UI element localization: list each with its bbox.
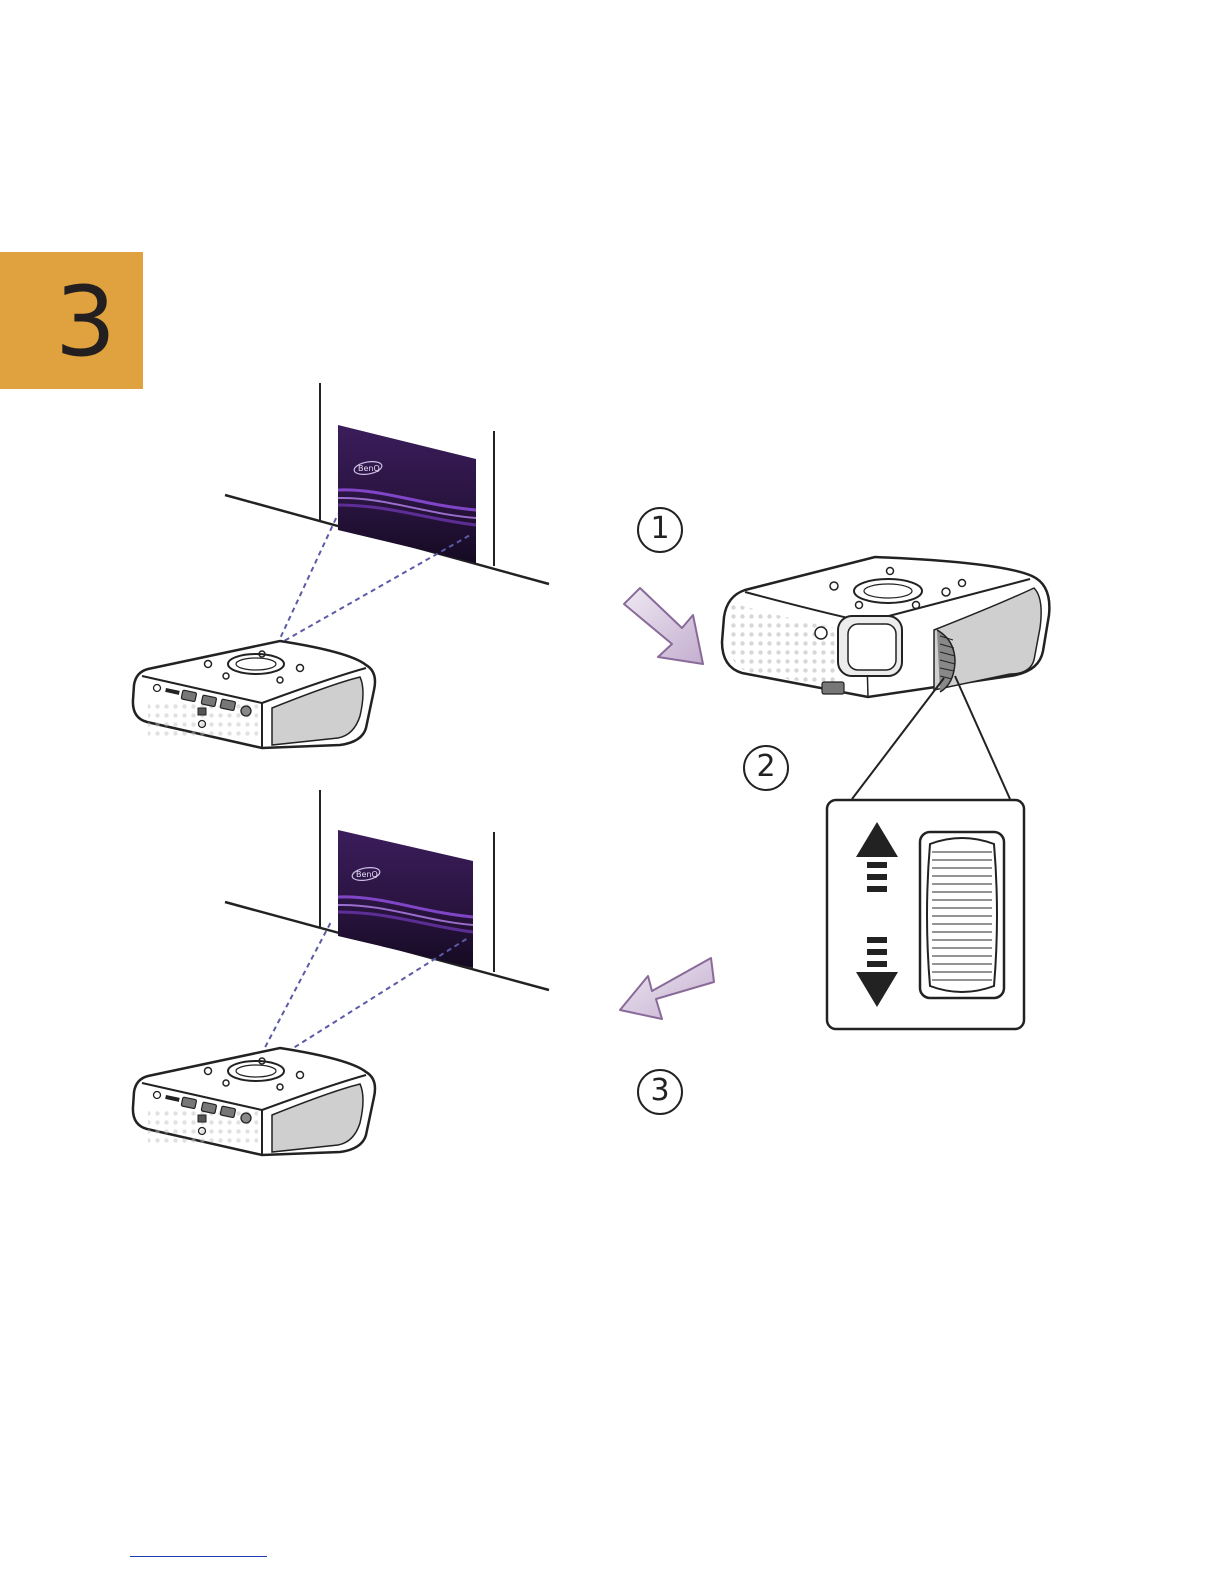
footer-link-rule [130,1556,267,1557]
step-3-badge: 3 [637,1069,683,1115]
bottom-scene: BenQ [225,790,549,1055]
focus-wheel-icon [920,832,1004,998]
projector-rear-bottom [133,1048,375,1155]
step-2-badge: 2 [743,745,789,791]
top-scene: BenQ [225,383,549,645]
projector-rear-top [133,641,375,748]
focus-detail-box [827,800,1024,1029]
arrow-out-icon [620,958,714,1019]
screen-logo: BenQ [358,464,380,473]
arrow-in-icon [624,588,703,664]
projected-screen-top: BenQ [338,425,476,563]
projected-screen-bottom: BenQ [338,830,473,968]
step-1-badge: 1 [637,507,683,553]
screen-logo-bottom: BenQ [356,870,378,879]
